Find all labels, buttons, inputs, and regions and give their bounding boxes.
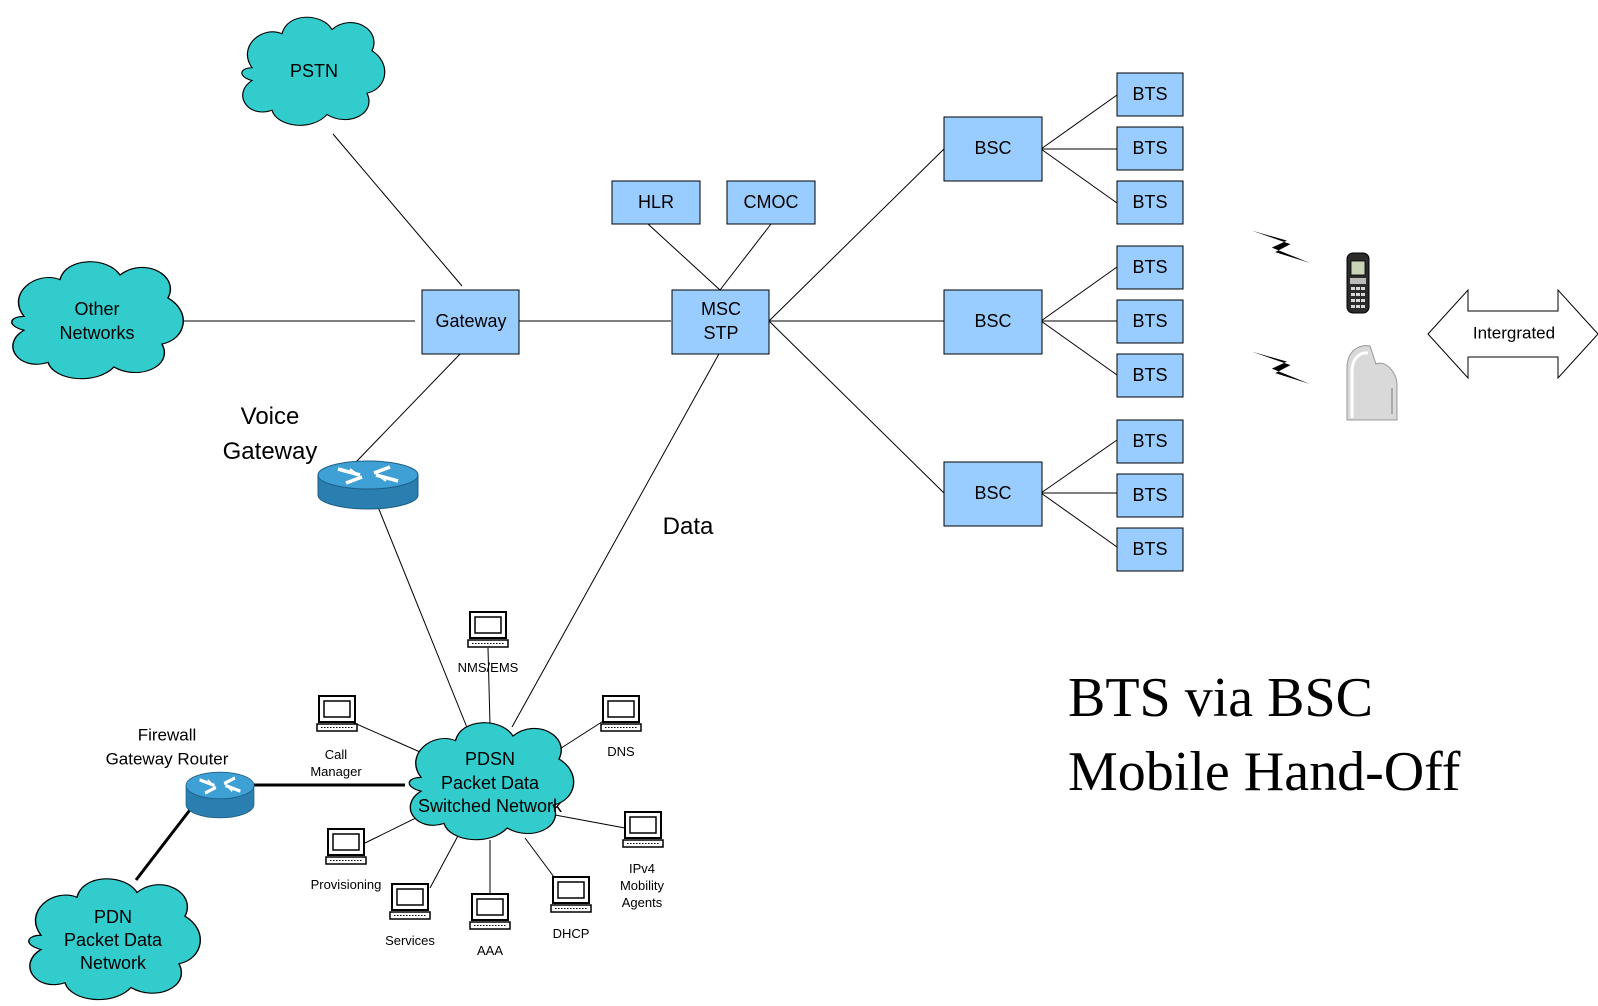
stp-label: STP [703,323,738,343]
provisioning-label: Provisioning [311,877,382,892]
lightning-bolt-icon-2 [1248,351,1314,385]
firewall-label-1: Firewall [138,725,197,744]
pstn-label: PSTN [290,61,338,81]
intergrated-label: Intergrated [1473,323,1555,342]
other-networks-label-2: Networks [59,323,134,343]
firewall-label-2: Gateway Router [106,749,229,768]
aaa-label: AAA [477,943,503,958]
bts-box-1 [1116,72,1184,117]
dhcp-label: DHCP [553,926,590,941]
connectors [134,94,1118,900]
voice-gateway-label-2: Gateway [223,438,318,465]
gateway-box [421,289,520,355]
bsc-box-3 [943,461,1043,527]
aaa-terminal-icon [469,893,511,930]
integrated-double-arrow [1427,288,1598,380]
bts-box-8 [1116,473,1184,518]
pdn-label-3: Network [80,953,147,973]
bts-box-5 [1116,299,1184,344]
msc-label: MSC [701,299,741,319]
pdn-label-2: Packet Data [64,930,163,950]
bts-box-3 [1116,180,1184,225]
dns-label: DNS [607,744,635,759]
nms-ems-label: NMS/EMS [458,660,519,675]
bsc-box-1 [943,116,1043,182]
bts-box-4 [1116,245,1184,290]
call-manager-label-2: Manager [310,764,362,779]
pdn-label-1: PDN [94,907,132,927]
bsc-label-2: BSC [974,311,1011,331]
dhcp-terminal-icon [550,876,592,913]
lightning-bolt-icon-1 [1248,230,1314,264]
pdsn-label-3: Switched Network [418,796,563,816]
bsc-box-2 [943,289,1043,355]
ipv4-label-1: IPv4 [629,861,655,876]
hlr-label: HLR [638,192,674,212]
ipv4-terminal-icon [622,811,664,848]
wireless-device-icon [1346,345,1398,421]
title-line-1: BTS via BSC [1068,667,1373,729]
bts-label-5: BTS [1132,311,1167,331]
other-networks-cloud [11,261,184,380]
data-label: Data [663,513,714,540]
mobile-phone-icon [1346,252,1370,314]
bts-label-7: BTS [1132,431,1167,451]
ipv4-label-2: Mobility [620,878,665,893]
call-manager-terminal-icon [316,695,358,732]
bts-label-8: BTS [1132,485,1167,505]
bts-box-9 [1116,527,1184,572]
services-label: Services [385,933,435,948]
bsc-label-3: BSC [974,483,1011,503]
voice-gateway-router-icon [316,459,420,511]
bts-label-1: BTS [1132,84,1167,104]
bts-label-4: BTS [1132,257,1167,277]
other-networks-label-1: Other [74,299,119,319]
gateway-label: Gateway [435,311,506,331]
services-terminal-icon [389,883,431,920]
voice-gateway-label-1: Voice [241,403,300,430]
cmoc-label: CMOC [744,192,799,212]
pdsn-label-1: PDSN [465,749,515,769]
title-line-2: Mobile Hand-Off [1068,741,1461,803]
bts-label-6: BTS [1132,365,1167,385]
bsc-label-1: BSC [974,138,1011,158]
bts-box-2 [1116,126,1184,171]
dns-terminal-icon [600,695,642,732]
ipv4-label-3: Agents [622,895,663,910]
nms-ems-terminal-icon [467,611,509,648]
provisioning-terminal-icon [325,828,367,865]
bts-label-2: BTS [1132,138,1167,158]
firewall-router-icon [184,770,256,820]
bts-box-7 [1116,419,1184,464]
call-manager-label-1: Call [325,747,348,762]
cmoc-box [726,180,816,225]
bts-label-9: BTS [1132,539,1167,559]
hlr-box [611,180,701,225]
msc-stp-box [671,289,770,355]
bts-label-3: BTS [1132,192,1167,212]
bts-box-6 [1116,353,1184,398]
pdsn-label-2: Packet Data [441,773,540,793]
